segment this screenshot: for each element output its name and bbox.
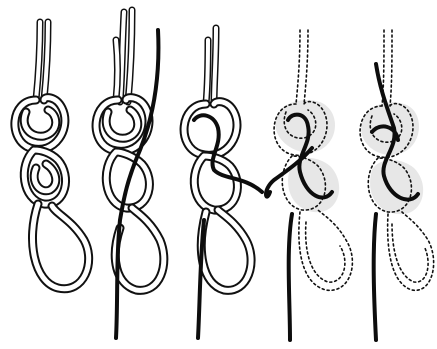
knot-step-5 [360, 30, 434, 340]
knot-step-3 [184, 28, 262, 338]
knot-step-1 [15, 22, 89, 289]
knot-step-4 [266, 30, 352, 340]
knot-step-2 [96, 10, 164, 338]
